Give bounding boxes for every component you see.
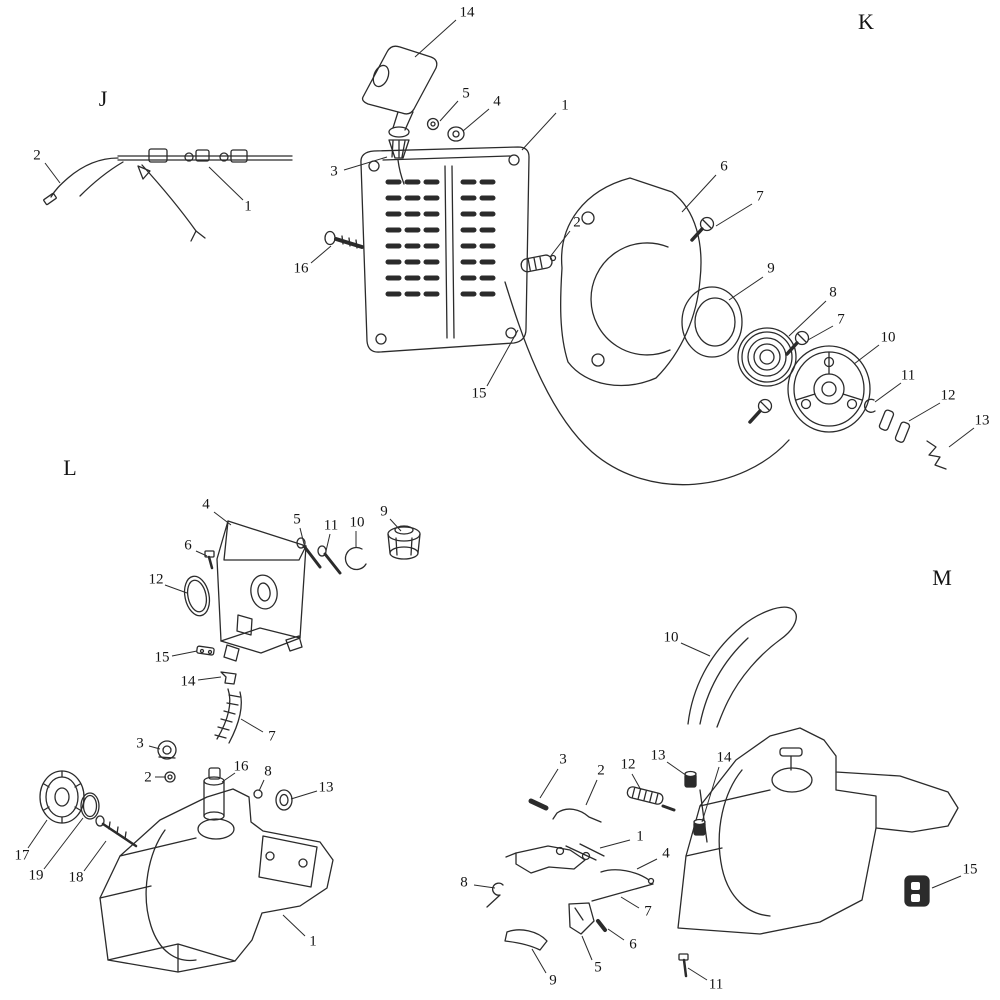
callout-K-10: 10: [880, 329, 896, 346]
drawing-tank-housing-assembly: [39, 520, 421, 973]
callout-K-8: 8: [829, 284, 837, 301]
callout-K-14: 14: [459, 4, 475, 21]
callout-L-18: 18: [68, 869, 84, 886]
callout-M-12: 12: [620, 756, 636, 773]
callout-L-3: 3: [136, 735, 144, 752]
callout-M-9: 9: [549, 972, 557, 989]
callout-K-13: 13: [974, 412, 990, 429]
callout-L-1: 1: [309, 933, 317, 950]
callout-J-1: 1: [244, 198, 252, 215]
callout-L-19: 19: [28, 867, 44, 884]
callout-L-8: 8: [264, 763, 272, 780]
callout-M-10: 10: [663, 629, 679, 646]
callout-L-7: 7: [268, 728, 276, 745]
callout-M-3: 3: [559, 751, 567, 768]
callout-L-5: 5: [293, 511, 301, 528]
section-label-M: M: [932, 565, 952, 590]
drawing-chassis-assembly: [486, 606, 959, 978]
section-label-J: J: [98, 86, 108, 111]
callout-J-2: 2: [33, 147, 41, 164]
callout-M-2: 2: [597, 762, 605, 779]
callout-L-9: 9: [380, 503, 388, 520]
callout-L-2: 2: [144, 769, 152, 786]
callout-L-11: 11: [323, 517, 339, 534]
callout-L-10: 10: [349, 514, 365, 531]
callout-M-1: 1: [636, 828, 644, 845]
section-label-L: L: [63, 455, 77, 480]
callout-K-7: 7: [756, 188, 764, 205]
callout-M-4: 4: [662, 845, 670, 862]
callout-M-13: 13: [650, 747, 666, 764]
drawing-starter-assembly: [324, 45, 947, 486]
callout-K-2: 2: [573, 214, 581, 231]
callout-L-16: 16: [233, 758, 249, 775]
callout-L-4: 4: [202, 496, 210, 513]
callout-L-15: 15: [154, 649, 170, 666]
callout-M-11: 11: [708, 976, 724, 993]
callout-K-4: 4: [493, 93, 501, 110]
callout-L-17: 17: [14, 847, 30, 864]
callout-K-16: 16: [293, 260, 309, 277]
callout-M-14: 14: [716, 749, 732, 766]
callout-K-1: 1: [561, 97, 569, 114]
screw-icon: [690, 216, 810, 424]
callout-K-11: 11: [900, 367, 916, 384]
section-label-K: K: [858, 9, 874, 34]
drawing-wiring-harness: [43, 148, 293, 242]
callout-K-3: 3: [330, 163, 338, 180]
callout-M-15: 15: [962, 861, 978, 878]
callout-K-15: 15: [471, 385, 487, 402]
callout-M-6: 6: [629, 936, 637, 953]
callout-K-7: 7: [837, 311, 845, 328]
callout-K-9: 9: [767, 260, 775, 277]
callout-L-12: 12: [148, 571, 164, 588]
callout-K-5: 5: [462, 85, 470, 102]
callout-L-6: 6: [184, 537, 192, 554]
callout-L-13: 13: [318, 779, 334, 796]
callout-L-14: 14: [180, 673, 196, 690]
callout-M-5: 5: [594, 959, 602, 976]
callout-K-6: 6: [720, 158, 728, 175]
callout-M-7: 7: [644, 903, 652, 920]
callout-K-12: 12: [940, 387, 956, 404]
callout-M-8: 8: [460, 874, 468, 891]
